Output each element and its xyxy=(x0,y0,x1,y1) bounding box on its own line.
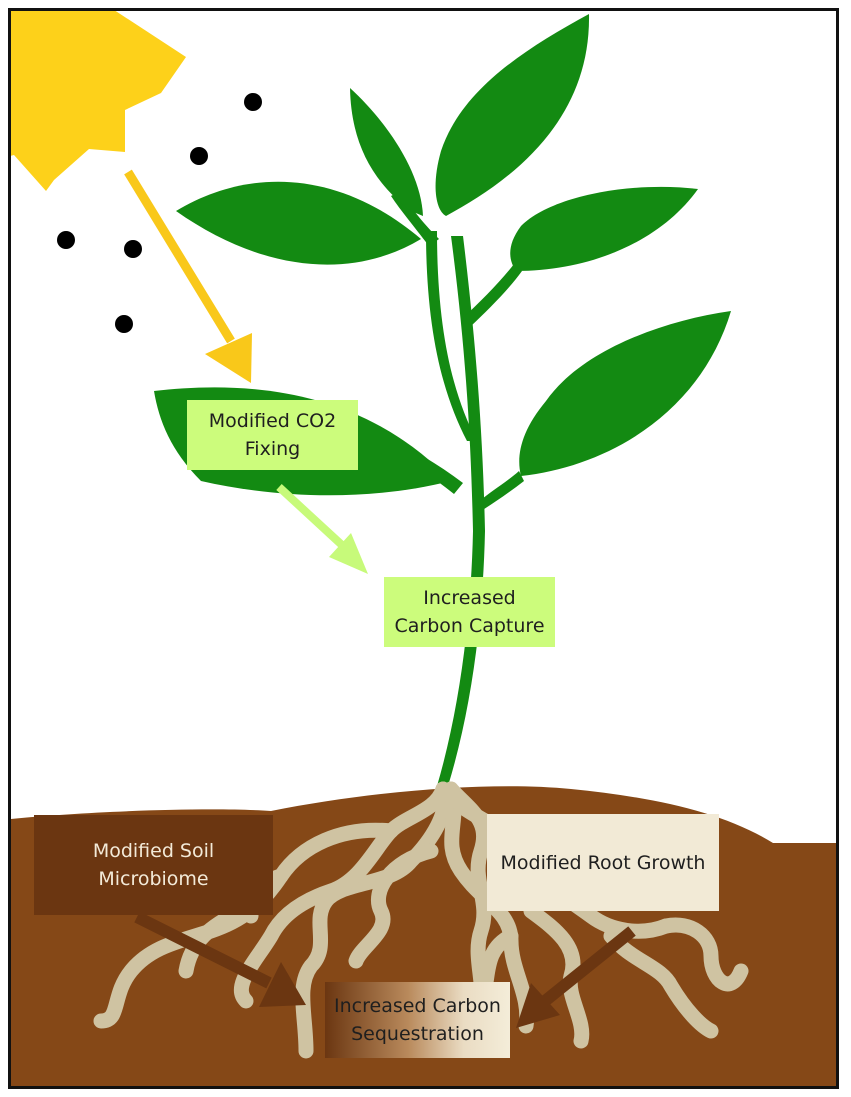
root-growth-arrow xyxy=(516,926,636,1028)
root-icon xyxy=(295,781,453,1059)
root-icon xyxy=(348,843,439,969)
co2-particle-icon xyxy=(115,315,133,333)
diagram-scene xyxy=(11,11,836,1086)
co2-particle-icon xyxy=(57,231,75,249)
sunlight-arrow xyxy=(124,169,252,383)
sun-icon xyxy=(11,11,186,191)
root-icon xyxy=(178,903,249,979)
leaf-branch xyxy=(391,191,439,246)
leaf-icon xyxy=(519,311,731,476)
microbiome-arrow xyxy=(134,911,306,1007)
plant-stem xyxy=(437,236,485,786)
diagram-frame: Modified CO2 Fixing Increased Carbon Cap… xyxy=(8,8,839,1089)
root-growth-label: Modified Root Growth xyxy=(487,814,719,911)
co2-particle-icon xyxy=(124,240,142,258)
carbon-sequestration-label: Increased Carbon Sequestration xyxy=(325,982,510,1058)
leaf-branch xyxy=(476,471,524,511)
leaf-icon xyxy=(435,14,590,216)
leaf-branch xyxy=(426,231,477,441)
capture-arrow xyxy=(276,484,368,574)
leaf-branch xyxy=(463,264,522,326)
soil-microbiome-label: Modified Soil Microbiome xyxy=(34,815,273,915)
carbon-capture-label: Increased Carbon Capture xyxy=(384,577,555,647)
root-icon xyxy=(603,928,719,1039)
root-icon xyxy=(233,781,451,1009)
root-icon xyxy=(658,917,749,992)
co2-particle-icon xyxy=(244,93,262,111)
leaf-icon xyxy=(510,186,698,271)
leaf-icon xyxy=(350,88,423,216)
co2-fixing-label: Modified CO2 Fixing xyxy=(187,400,358,470)
co2-particles xyxy=(57,93,262,333)
leaf-icon xyxy=(176,181,421,265)
co2-particle-icon xyxy=(190,147,208,165)
